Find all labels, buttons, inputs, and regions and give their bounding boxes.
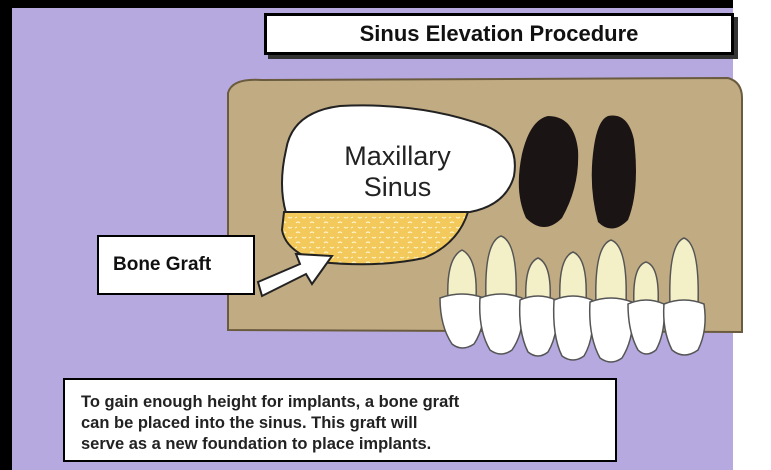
nasal-cavity-right xyxy=(592,116,636,229)
caption-box: To gain enough height for implants, a bo… xyxy=(63,378,617,462)
maxillary-sinus-label: Maxillary Sinus xyxy=(290,141,505,203)
sinus-label-line1: Maxillary xyxy=(290,141,505,172)
caption-line-3: serve as a new foundation to place impla… xyxy=(81,434,603,455)
teeth-crowns xyxy=(440,294,705,362)
sinus-label-line2: Sinus xyxy=(290,172,505,203)
page-title: Sinus Elevation Procedure xyxy=(360,21,639,47)
bone-graft-label: Bone Graft xyxy=(113,254,211,276)
title-banner: Sinus Elevation Procedure xyxy=(264,13,734,55)
caption-line-2: can be placed into the sinus. This graft… xyxy=(81,413,603,434)
caption-line-1: To gain enough height for implants, a bo… xyxy=(81,392,603,413)
bone-graft-label-box: Bone Graft xyxy=(97,235,255,295)
